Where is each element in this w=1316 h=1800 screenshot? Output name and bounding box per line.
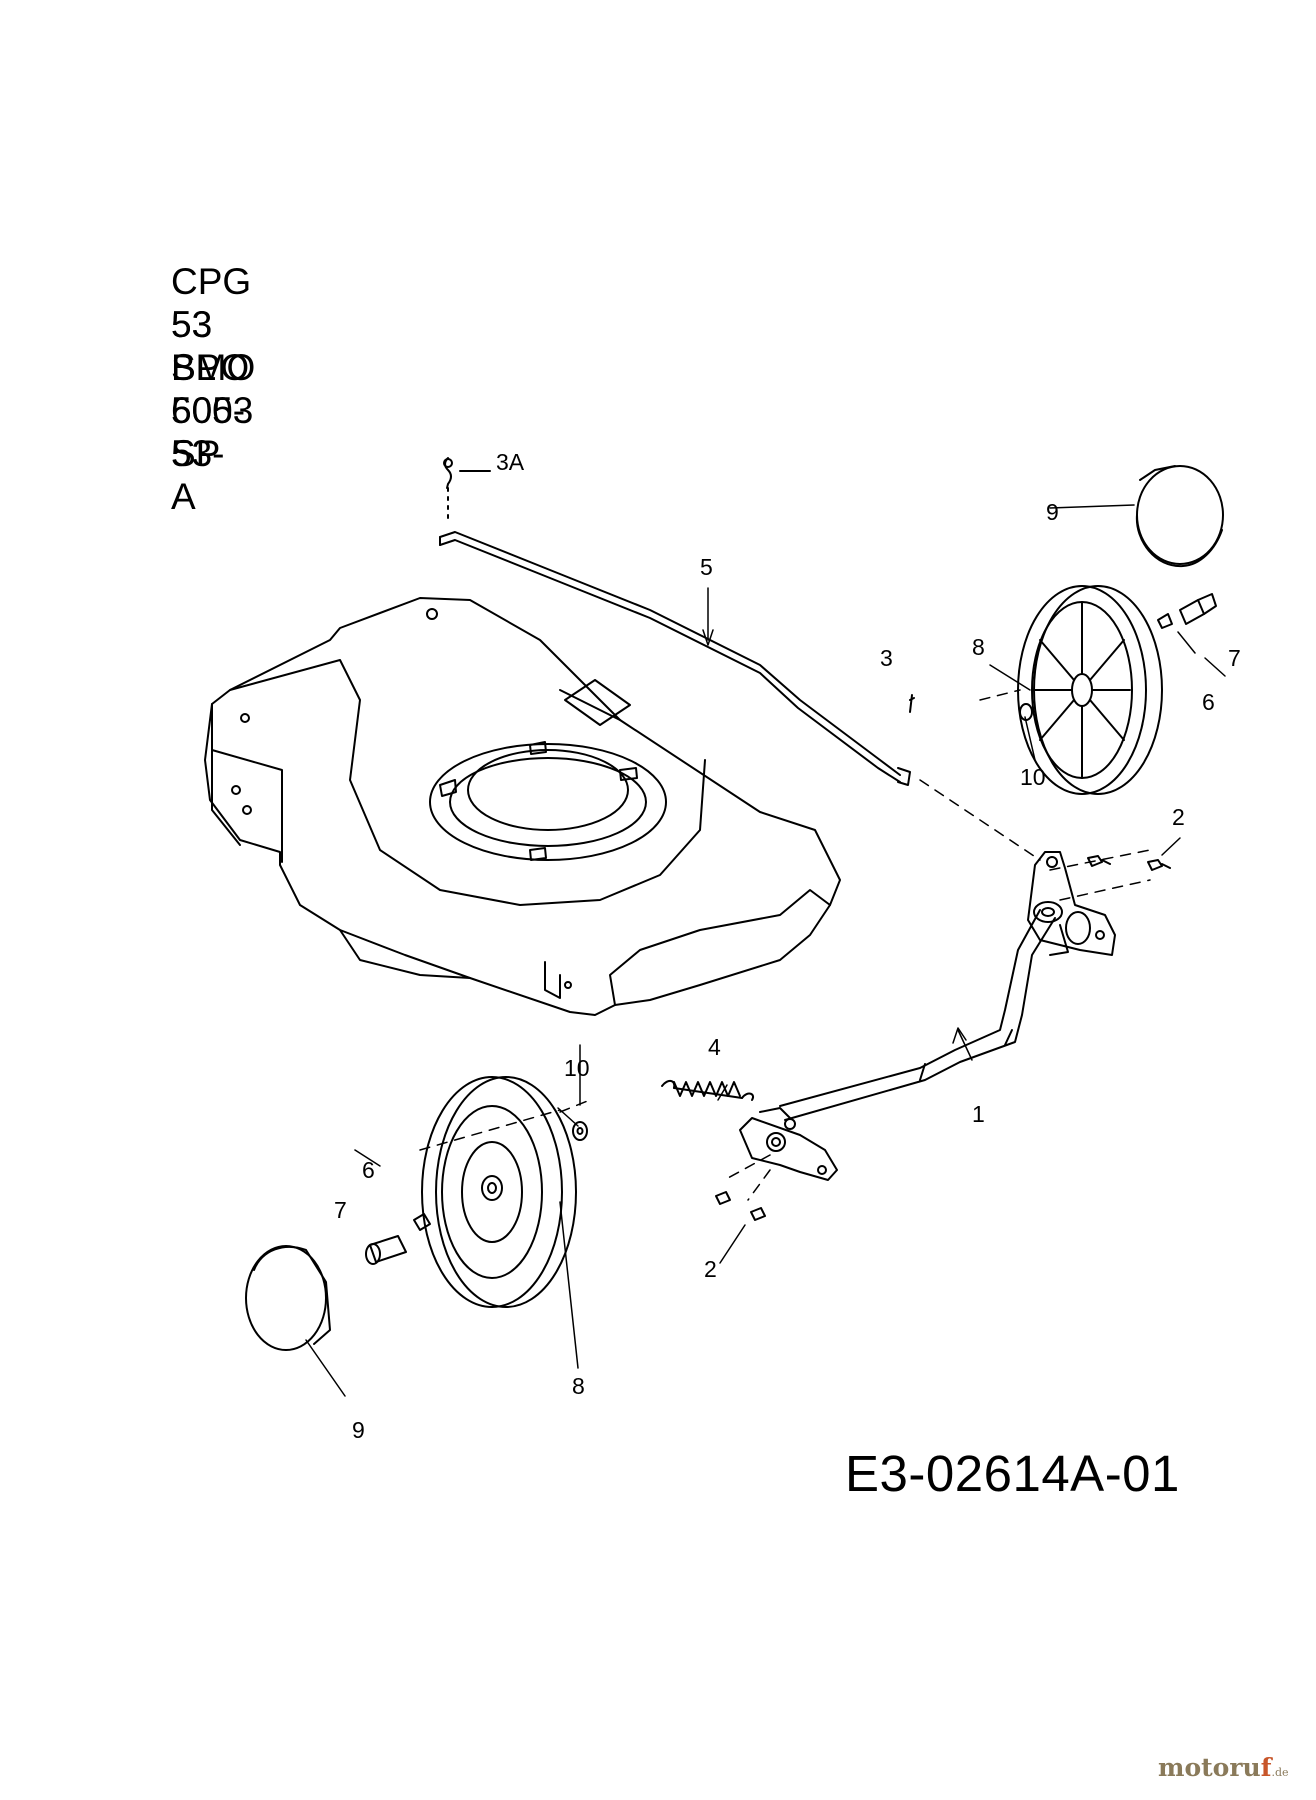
screws-bottom	[715, 1191, 766, 1221]
callout-6-top: 6	[1202, 689, 1215, 715]
callout-2-right: 2	[1172, 804, 1185, 830]
callout-8-top: 8	[972, 634, 985, 660]
rear-rod	[439, 457, 911, 786]
watermark-accent: f	[1260, 1753, 1272, 1782]
top-fasteners	[1019, 593, 1217, 721]
hub-cap-top	[1135, 465, 1224, 568]
callout-9-top: 9	[1046, 499, 1059, 525]
leader-lines	[305, 504, 1226, 1397]
callout-labels: 3A 9 5 8 3 7 6 10 2 4 10 1 6 7 2 8 9	[334, 449, 1241, 1443]
callout-1: 1	[972, 1101, 985, 1127]
callout-9-bottom: 9	[352, 1417, 365, 1443]
callout-4: 4	[708, 1034, 721, 1060]
callout-10-top: 10	[1020, 764, 1046, 790]
model-name: CPG 53 BMO	[171, 261, 256, 388]
lower-bracket	[739, 1107, 838, 1181]
screws-right	[1087, 855, 1171, 871]
model-name: BL 5053 SP	[171, 347, 254, 474]
bottom-fasteners	[365, 1121, 588, 1265]
handle-bar	[779, 909, 1056, 1121]
model-name: 53 SPO	[171, 304, 250, 388]
model-name: 600-53-A	[171, 390, 246, 517]
spring-pin	[909, 694, 915, 713]
watermark-logo: motoruf.de	[1158, 1753, 1289, 1782]
watermark-suffix: .de	[1271, 1766, 1289, 1779]
callout-7-bottom: 7	[334, 1197, 347, 1223]
callout-7-top: 7	[1228, 645, 1241, 671]
callout-3a: 3A	[496, 449, 525, 475]
callout-5: 5	[700, 554, 713, 580]
upper-bracket	[1027, 851, 1116, 956]
wheel-bottom	[421, 1076, 577, 1308]
hub-cap-bottom	[245, 1245, 331, 1351]
callout-2-bottom: 2	[704, 1256, 717, 1282]
drawing-number: E3-02614A-01	[845, 1445, 1180, 1502]
mower-deck	[204, 597, 841, 1016]
watermark-brand: motoru	[1158, 1753, 1261, 1782]
callout-10-bottom: 10	[564, 1055, 590, 1081]
callout-8-bottom: 8	[572, 1373, 585, 1399]
callout-3: 3	[880, 645, 893, 671]
tension-spring	[661, 1080, 754, 1101]
wheel-top	[1017, 585, 1163, 795]
callout-6-bottom: 6	[362, 1157, 375, 1183]
